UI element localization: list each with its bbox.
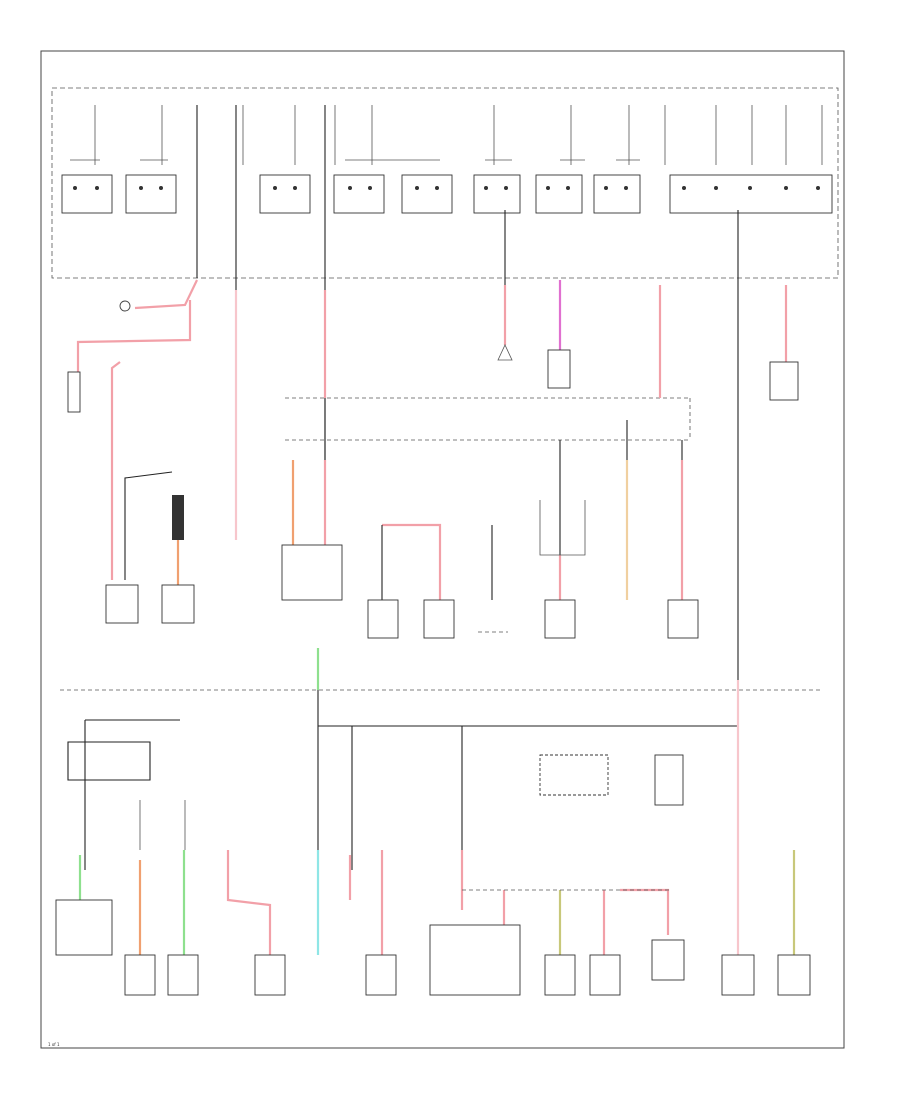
relay-1	[61, 174, 113, 214]
relay-6	[473, 174, 521, 214]
upper-fuse-row	[61, 105, 833, 278]
starter-generator	[105, 471, 195, 624]
relay-3	[259, 174, 311, 214]
lower-components	[55, 754, 811, 996]
relay-8	[593, 174, 641, 214]
relay-bank	[669, 174, 833, 214]
relay-4	[333, 174, 385, 214]
page-number: 1 of 1	[48, 1042, 60, 1047]
relay-2	[125, 174, 177, 214]
diagram-frame	[40, 50, 845, 1049]
upper-fuse-box	[51, 87, 839, 279]
relay-7	[535, 174, 583, 214]
starter	[105, 584, 139, 624]
battery-circuit	[67, 279, 198, 580]
generator	[161, 584, 195, 624]
relay-5	[401, 174, 453, 214]
trans-range-switch	[281, 544, 343, 601]
